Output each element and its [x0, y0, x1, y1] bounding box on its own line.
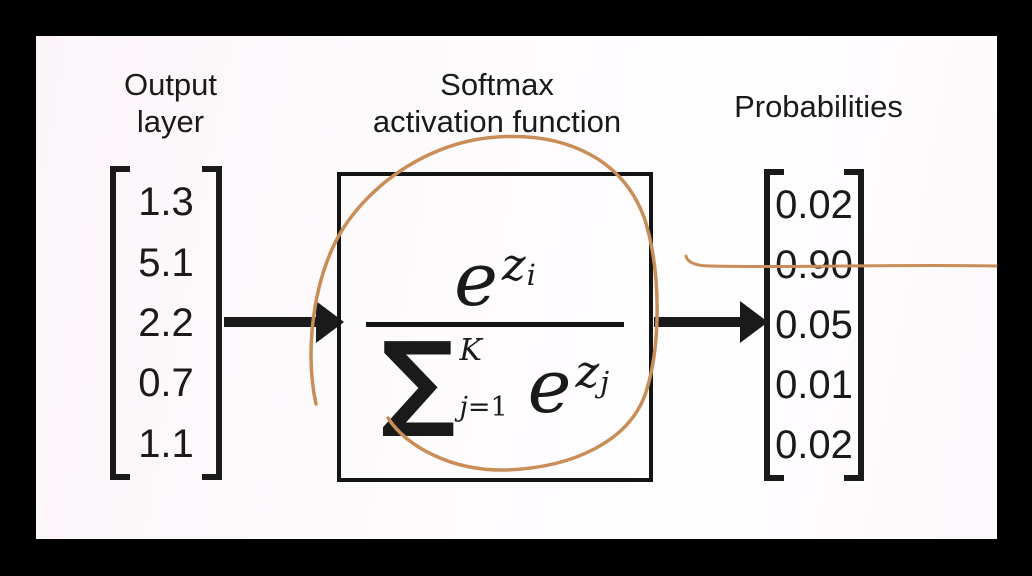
- slide-panel: Output layer Softmax activation function…: [36, 36, 997, 539]
- probability-value-4: 0.02: [775, 423, 853, 467]
- probabilities-vector: 0.02 0.90 0.05 0.01 0.02: [764, 169, 864, 481]
- output-layer-label: Output layer: [88, 66, 253, 140]
- right-bracket-icon: [844, 169, 864, 481]
- formula-denominator: ∑ K j=1 e z j: [380, 319, 610, 442]
- output-layer-label-line2: layer: [136, 104, 205, 139]
- probability-value-0: 0.02: [775, 183, 853, 227]
- numerator-e: e: [454, 237, 498, 324]
- sum-lower-var: j: [459, 392, 468, 424]
- numerator-i: i: [526, 258, 536, 293]
- sum-lower-eq: =1: [467, 392, 508, 424]
- arrow-right-icon: [224, 301, 344, 343]
- denominator-j: j: [600, 365, 610, 400]
- denominator-z: z: [575, 344, 600, 398]
- formula-numerator: e z i: [454, 232, 536, 324]
- probabilities-label: Probabilities: [734, 89, 903, 124]
- arrow-right-icon: [654, 301, 768, 343]
- probability-value-3: 0.01: [775, 363, 853, 407]
- softmax-formula-box: e z i ∑ K j=1 e z: [337, 172, 653, 482]
- right-bracket-icon: [202, 166, 222, 480]
- softmax-label: Softmax activation function: [330, 66, 664, 140]
- probability-value-2: 0.05: [775, 303, 853, 347]
- left-bracket-icon: [110, 166, 130, 480]
- left-bracket-icon: [764, 169, 784, 481]
- output-value-1: 5.1: [138, 240, 194, 285]
- sum-upper-limit: K: [459, 332, 482, 368]
- numerator-z: z: [501, 237, 526, 291]
- output-value-3: 0.7: [138, 361, 194, 406]
- output-vector: 1.3 5.1 2.2 0.7 1.1: [110, 166, 222, 480]
- output-value-0: 1.3: [138, 180, 194, 225]
- probability-value-1: 0.90: [775, 243, 853, 287]
- denominator-e: e: [527, 344, 572, 431]
- output-value-4: 1.1: [138, 421, 194, 466]
- sigma-sum-icon: ∑: [380, 319, 456, 442]
- softmax-label-line2: activation function: [372, 104, 622, 139]
- output-layer-label-line1: Output: [123, 67, 218, 102]
- softmax-label-line1: Softmax: [440, 67, 554, 102]
- output-value-2: 2.2: [138, 300, 194, 345]
